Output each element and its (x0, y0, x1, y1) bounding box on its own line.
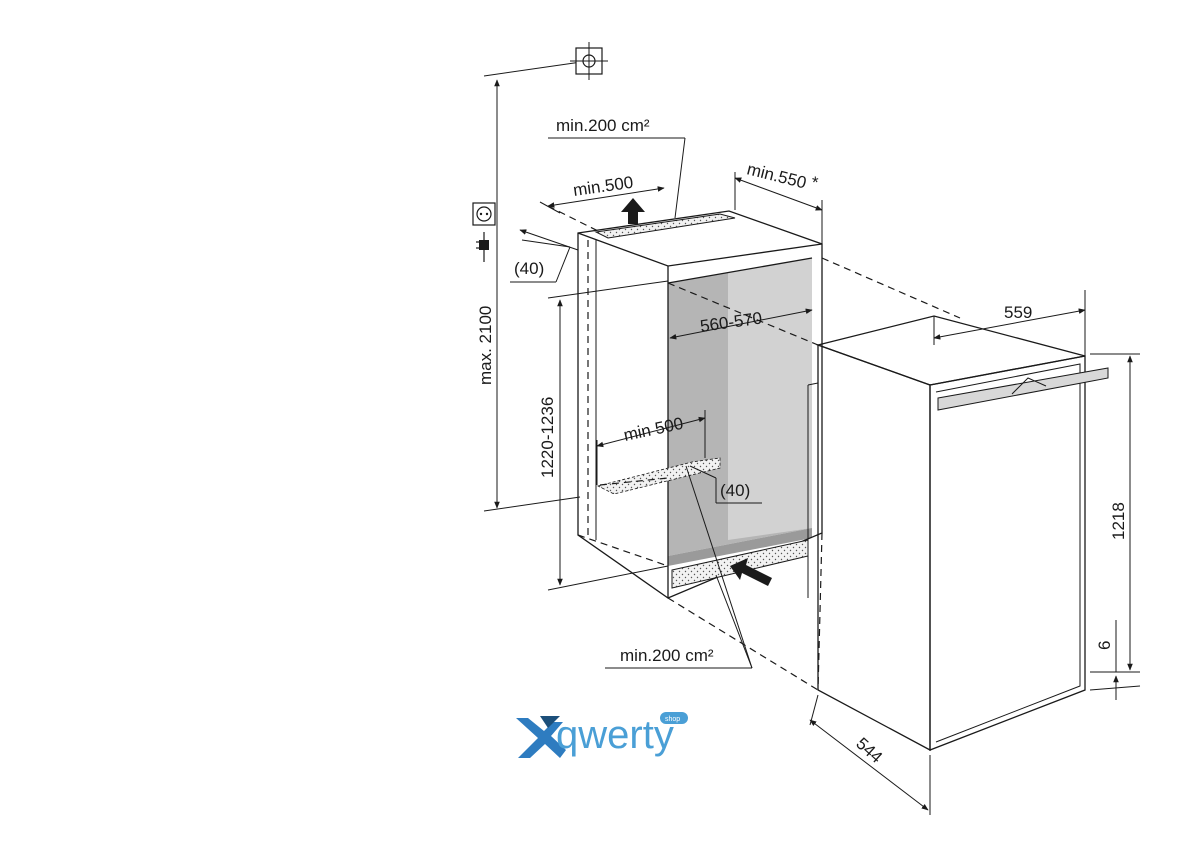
vent-arrow-up-icon (621, 198, 645, 224)
label-depth-min-mark: * (812, 173, 819, 192)
label-appliance-width: 559 (1004, 303, 1032, 322)
label-niche-height: 1220-1236 (538, 397, 557, 478)
label-vent-top-area: min.200 cm² (556, 116, 650, 135)
power-socket-icon (472, 202, 496, 226)
label-vent-offset-top: (40) (514, 259, 544, 278)
label-appliance-depth: 544 (852, 734, 886, 767)
label-appliance-height: 1218 (1109, 502, 1128, 540)
appliance-body (807, 315, 1109, 752)
logo-wordmark: qwerty (556, 713, 674, 757)
logo-shop-badge: shop (660, 712, 688, 724)
label-appliance-gap: 6 (1095, 641, 1114, 650)
svg-text:shop: shop (665, 716, 680, 723)
power-plug-icon (476, 232, 489, 262)
label-vent-top-depth: min.500 (572, 173, 635, 200)
label-max-height: max. 2100 (476, 306, 495, 385)
label-depth-min: min.550 (745, 159, 808, 192)
watermark-logo: qwerty shop (516, 712, 688, 758)
label-vent-offset-bottom: (40) (720, 481, 750, 500)
label-vent-bottom-area: min.200 cm² (620, 646, 714, 665)
level-target-icon (570, 42, 608, 80)
vent-arrow-in-icon (730, 558, 772, 586)
dimension-lines (483, 59, 1141, 815)
logo-x-icon (516, 716, 566, 758)
niche-cabinet (577, 210, 823, 599)
